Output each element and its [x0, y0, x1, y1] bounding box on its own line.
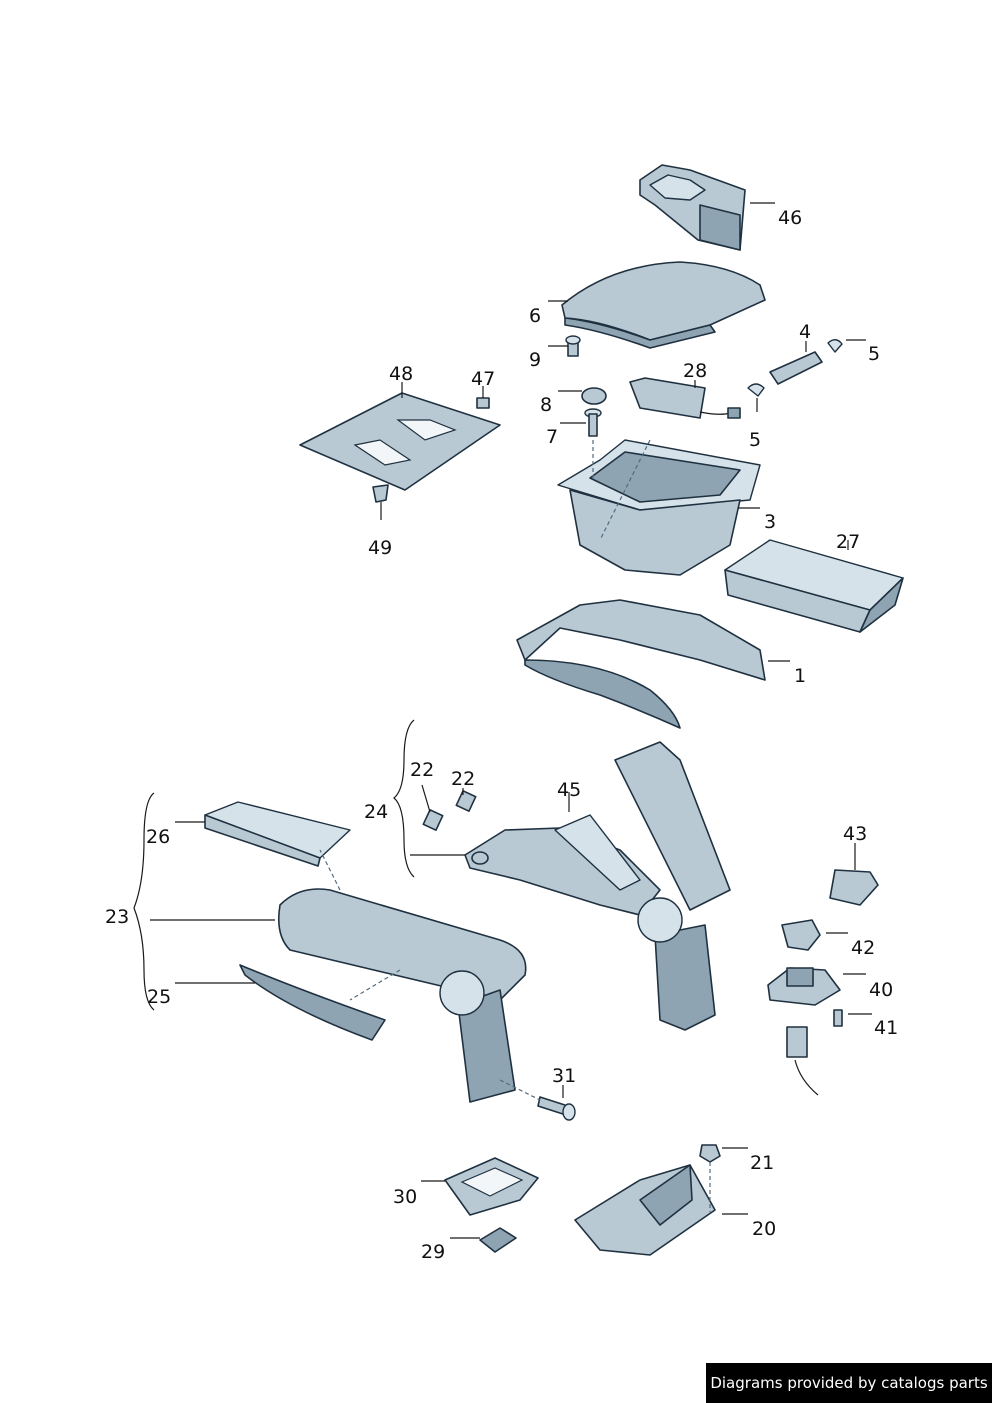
part-42-cap — [781, 919, 821, 951]
callout-49: 49 — [368, 537, 392, 559]
part-43-clip — [829, 869, 879, 906]
callout-46: 46 — [778, 207, 802, 229]
part-21-nut — [699, 1144, 721, 1212]
callout-45: 45 — [557, 779, 581, 801]
callout-3: 3 — [764, 511, 776, 533]
callout-28: 28 — [683, 360, 707, 382]
callout-22-left: 22 — [410, 759, 434, 781]
part-47-clip — [476, 397, 490, 409]
callout-43: 43 — [843, 823, 867, 845]
callout-30: 30 — [393, 1186, 417, 1208]
callout-5-bottom: 5 — [749, 429, 761, 451]
part-48-plate — [299, 392, 501, 491]
callout-48: 48 — [389, 363, 413, 385]
callout-27: 27 — [836, 531, 860, 553]
callout-41: 41 — [874, 1017, 898, 1039]
callout-26: 26 — [146, 826, 170, 848]
callout-21: 21 — [750, 1152, 774, 1174]
callout-20: 20 — [752, 1218, 776, 1240]
part-30-bezel — [444, 1157, 539, 1216]
part-7-screw — [584, 408, 602, 437]
part-3-storage-bin — [557, 439, 761, 576]
part-9-screw — [565, 335, 581, 357]
callout-7: 7 — [546, 426, 558, 448]
part-25-trim — [239, 964, 386, 1041]
part-31-bolt — [499, 1079, 576, 1121]
part-8-cap — [581, 387, 607, 405]
part-28-latch — [629, 377, 741, 419]
callout-8: 8 — [540, 394, 552, 416]
part-1-frame — [516, 599, 766, 729]
part-22-pins — [422, 789, 477, 832]
callout-40: 40 — [869, 979, 893, 1001]
callout-25: 25 — [147, 986, 171, 1008]
callout-24: 24 — [364, 801, 388, 823]
part-6-lid — [561, 261, 766, 349]
wiring-harness — [786, 1026, 819, 1096]
part-20-bracket — [574, 1164, 716, 1256]
part-46-cupholder — [639, 164, 746, 251]
part-24-armrest-base — [464, 741, 731, 1031]
callout-22-right: 22 — [451, 768, 475, 790]
callout-9: 9 — [529, 349, 541, 371]
callout-42: 42 — [851, 937, 875, 959]
callout-6: 6 — [529, 305, 541, 327]
part-41-screw — [833, 1009, 843, 1027]
leader-lines — [133, 202, 872, 1239]
callout-labels: 46 6 9 4 5 5 28 8 7 3 27 1 48 47 49 22 2… — [105, 207, 898, 1263]
attribution-banner: Diagrams provided by catalogs parts — [706, 1363, 992, 1403]
part-29-button — [479, 1227, 517, 1253]
part-49-clip — [372, 484, 389, 503]
callout-5-top: 5 — [868, 343, 880, 365]
callout-4: 4 — [799, 321, 811, 343]
part-4-pin — [747, 339, 843, 397]
part-40-switch — [767, 967, 841, 1006]
callout-47: 47 — [471, 368, 495, 390]
callout-23: 23 — [105, 906, 129, 928]
callout-31: 31 — [552, 1065, 576, 1087]
callout-29: 29 — [421, 1241, 445, 1263]
part-27-tray — [724, 539, 904, 633]
part-26-tray — [204, 801, 351, 867]
part-23-armrest — [277, 849, 527, 1103]
callout-1: 1 — [794, 665, 806, 687]
